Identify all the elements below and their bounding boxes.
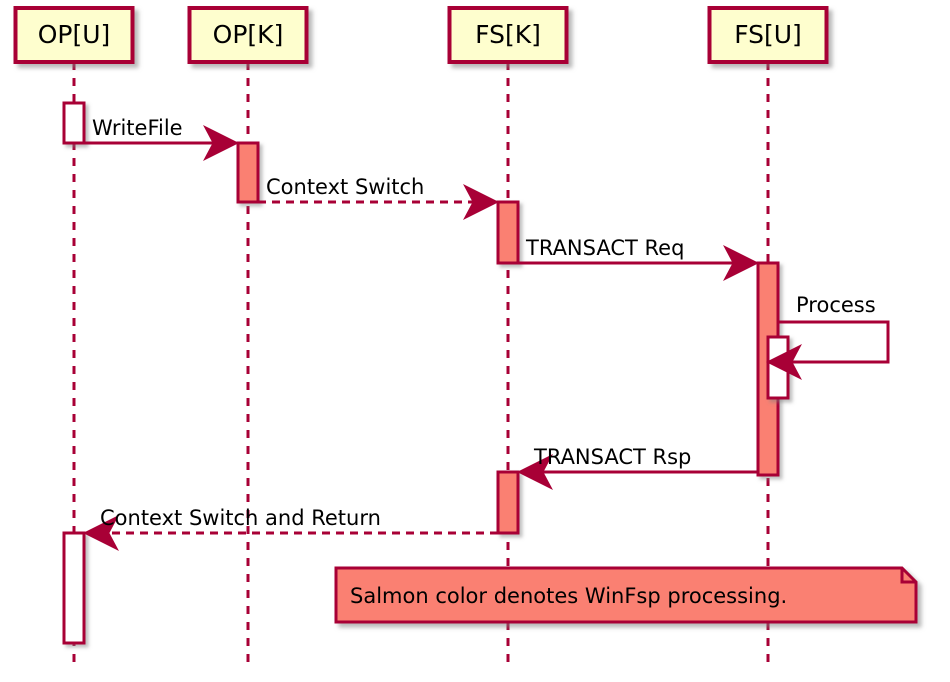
activation-bar-fsu-4 [766,335,790,400]
message-m4[interactable]: Process [766,293,890,380]
participant-label-opu: OP[U] [38,20,111,49]
message-m6[interactable]: Context Switch and Return [83,506,498,551]
participant-box-fsu[interactable] [707,6,829,64]
notes-group: Salmon color denotes WinFsp processing. [334,566,918,624]
message-label-m6: Context Switch and Return [100,506,381,530]
note-text: Salmon color denotes WinFsp processing. [350,584,787,608]
message-label-m3: TRANSACT Req [525,236,684,260]
message-label-m1: WriteFile [92,116,183,140]
message-m2[interactable]: Context Switch [258,175,499,220]
participant-label-fsk: FS[K] [475,20,541,49]
note-box [334,566,918,624]
message-m3[interactable]: TRANSACT Req [518,236,759,281]
message-label-m4: Process [796,293,876,317]
activation-bar-opu-6 [62,531,86,645]
participant-box-opk[interactable] [187,6,309,64]
activation-bar-opk-1 [236,141,260,204]
participant-fsu[interactable]: FS[U] [707,6,829,64]
message-label-m5: TRANSACT Rsp [533,445,691,469]
note-fold-corner-icon [900,568,916,584]
participant-opu[interactable]: OP[U] [13,6,135,64]
message-m1[interactable]: WriteFile [84,116,239,161]
message-line-m4 [766,320,890,380]
message-label-m2: Context Switch [266,175,424,199]
participant-label-opk: OP[K] [213,20,284,49]
message-m5[interactable]: TRANSACT Rsp [517,445,758,490]
participant-box-fsk[interactable] [447,6,569,64]
participant-opk[interactable]: OP[K] [187,6,309,64]
participant-box-opu[interactable] [13,6,135,64]
participant-label-fsu: FS[U] [734,20,802,49]
activation-bar-opu-0 [62,101,86,145]
participant-fsk[interactable]: FS[K] [447,6,569,64]
activation-bars-group [62,101,790,645]
participant-boxes-group: OP[U] OP[K] FS[K] FS[U] [13,6,829,64]
activation-bar-fsk-5 [496,470,520,535]
activation-bar-fsk-2 [496,200,520,265]
